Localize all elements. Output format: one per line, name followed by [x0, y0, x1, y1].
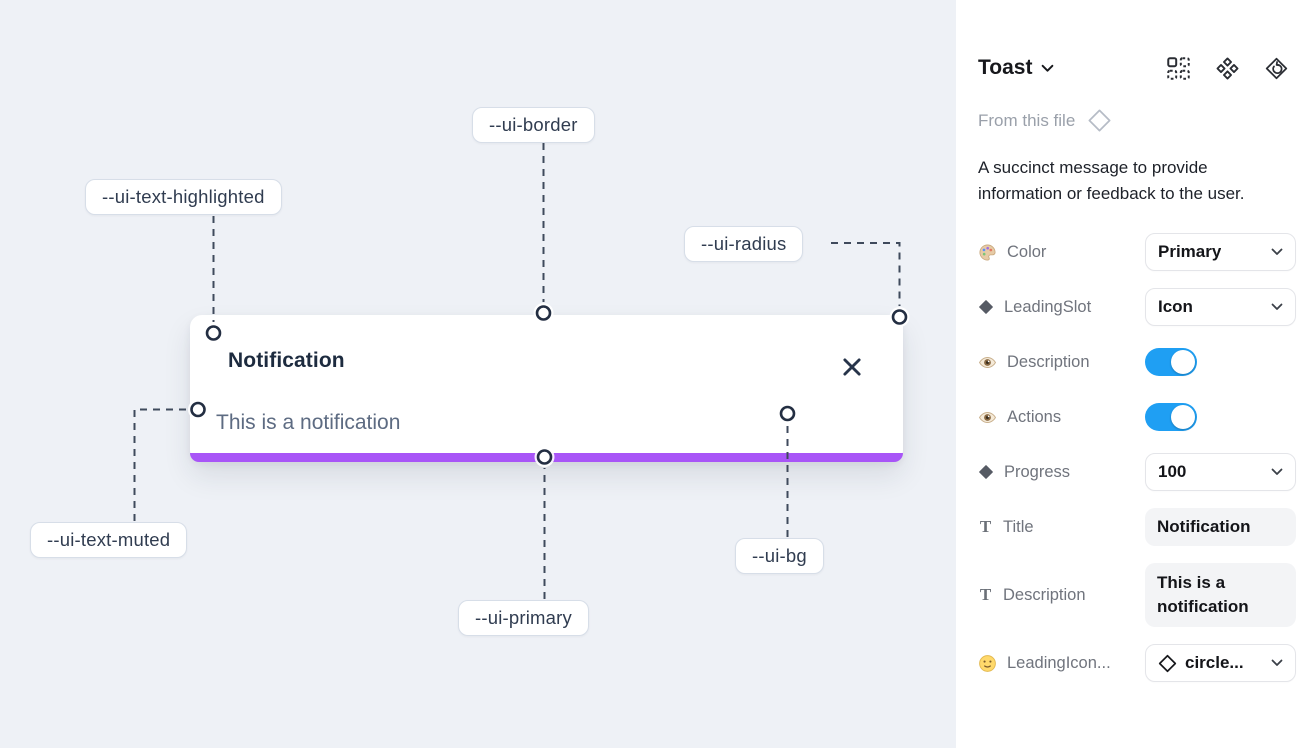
token-label-ui-text-highlighted[interactable]: --ui-text-highlighted: [85, 179, 282, 215]
source-row: From this file: [978, 108, 1296, 133]
diamond-icon: [979, 465, 993, 479]
leadingicon-select[interactable]: circle...: [1145, 644, 1296, 682]
token-label-ui-radius[interactable]: --ui-radius: [684, 226, 804, 262]
text-icon: T: [979, 585, 992, 604]
diamond-icon: [979, 300, 993, 314]
toggle-knob: [1171, 350, 1195, 374]
property-label: Description: [1007, 352, 1090, 371]
smiley-icon: [979, 654, 996, 672]
instance-diamond-icon: [1158, 654, 1177, 672]
property-row-leadingslot: LeadingSlot Icon: [978, 288, 1296, 326]
title-field[interactable]: Notification: [1145, 508, 1296, 546]
property-label: LeadingSlot: [1004, 297, 1092, 316]
chevron-down-icon: [1271, 659, 1283, 666]
property-label: Color: [1007, 242, 1047, 261]
toggle-knob: [1171, 405, 1195, 429]
properties-panel: Toast: [956, 0, 1312, 748]
text-icon: T: [979, 517, 992, 536]
property-row-title: T Title Notification: [978, 508, 1296, 546]
eye-icon: [978, 356, 997, 368]
property-list: Color Primary LeadingSlot Icon: [978, 233, 1296, 682]
toast-component-preview: Notification This is a notification: [190, 315, 903, 462]
leadingslot-select[interactable]: Icon: [1145, 288, 1296, 326]
property-row-progress: Progress 100: [978, 453, 1296, 491]
property-row-color: Color Primary: [978, 233, 1296, 271]
color-select[interactable]: Primary: [1145, 233, 1296, 271]
eye-icon: [978, 411, 997, 423]
chevron-down-icon: [1271, 468, 1283, 475]
connector-line-ui-radius: [831, 242, 901, 306]
description-toggle[interactable]: [1145, 348, 1197, 376]
property-row-actions-toggle: Actions: [978, 398, 1296, 436]
reset-component-icon[interactable]: [1265, 57, 1288, 80]
instance-swap-icon[interactable]: [1167, 56, 1190, 80]
property-row-description-text: T Description This is a notification: [978, 563, 1296, 627]
leadingslot-select-value: Icon: [1158, 297, 1193, 316]
file-diamond-icon: [1088, 109, 1111, 132]
token-label-ui-text-muted[interactable]: --ui-text-muted: [30, 522, 188, 558]
property-label: Progress: [1004, 462, 1071, 481]
color-select-value: Primary: [1158, 242, 1222, 261]
property-label: Actions: [1007, 407, 1062, 426]
connector-line-ui-text-muted: [133, 408, 187, 521]
chevron-down-icon: [1271, 303, 1283, 310]
component-selector-dropdown[interactable]: Toast: [978, 56, 1054, 80]
leadingicon-select-value: circle...: [1185, 653, 1244, 672]
close-icon[interactable]: [841, 356, 863, 378]
token-label-ui-primary[interactable]: --ui-primary: [458, 600, 589, 636]
component-description: A succinct message to provide informatio…: [978, 158, 1245, 203]
toast-title: Notification: [228, 349, 345, 372]
component-name: Toast: [978, 56, 1033, 79]
property-row-leadingicon: LeadingIcon... circle...: [978, 644, 1296, 682]
chevron-down-icon: [1271, 248, 1283, 255]
progress-select[interactable]: 100: [1145, 453, 1296, 491]
component-icon[interactable]: [1216, 57, 1239, 80]
chevron-down-icon: [1042, 64, 1054, 72]
toast-progress-bar: [190, 453, 903, 462]
property-row-description-toggle: Description: [978, 343, 1296, 381]
property-label: Title: [1003, 517, 1034, 536]
description-field[interactable]: This is a notification: [1145, 563, 1296, 627]
progress-select-value: 100: [1158, 462, 1187, 481]
design-canvas: Notification This is a notification --ui…: [0, 0, 956, 748]
token-label-ui-bg[interactable]: --ui-bg: [735, 538, 824, 574]
actions-toggle[interactable]: [1145, 403, 1197, 431]
palette-icon: [979, 243, 996, 261]
source-label: From this file: [978, 110, 1076, 130]
toast-description: This is a notification: [216, 411, 401, 434]
token-label-ui-border[interactable]: --ui-border: [472, 107, 595, 143]
property-label: LeadingIcon...: [1007, 653, 1111, 672]
property-label: Description: [1003, 585, 1086, 604]
panel-header: Toast: [978, 56, 1296, 80]
